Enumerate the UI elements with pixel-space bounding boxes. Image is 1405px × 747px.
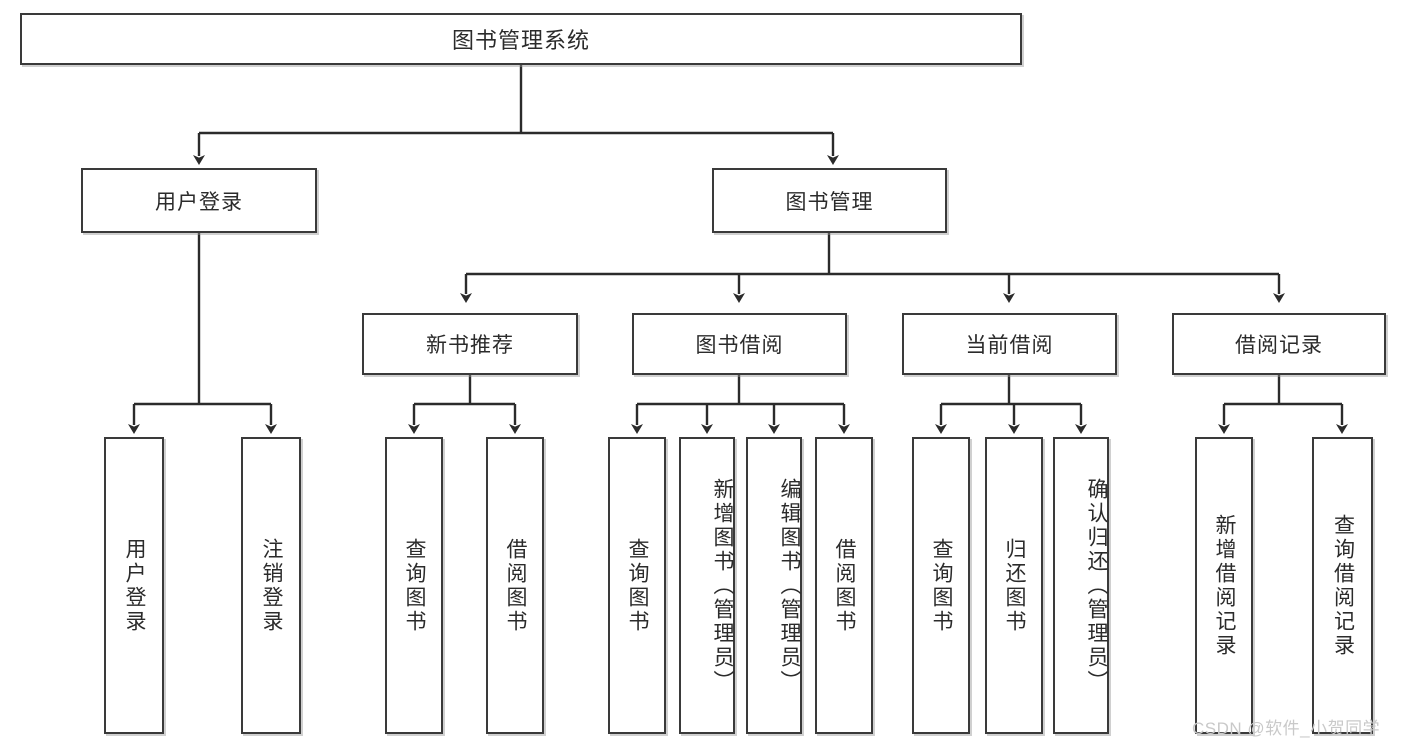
node-leaf-add-book-admin[interactable]: 新增图书（管理员） [679, 437, 735, 734]
node-leaf-return-book[interactable]: 归还图书 [985, 437, 1043, 734]
node-leaf-borrow-book-recommend[interactable]: 借阅图书 [486, 437, 544, 734]
node-leaf-query-borrow-record[interactable]: 查询借阅记录 [1312, 437, 1373, 734]
node-leaf-user-login[interactable]: 用户登录 [104, 437, 164, 734]
node-level1-book-management[interactable]: 图书管理 [712, 168, 947, 233]
node-leaf-borrow-book[interactable]: 借阅图书 [815, 437, 873, 734]
node-level2-current-borrow[interactable]: 当前借阅 [902, 313, 1117, 375]
node-leaf-confirm-return-admin[interactable]: 确认归还（管理员） [1053, 437, 1109, 734]
node-leaf-query-book-current[interactable]: 查询图书 [912, 437, 970, 734]
node-leaf-logout-login[interactable]: 注销登录 [241, 437, 301, 734]
node-leaf-query-book-borrow[interactable]: 查询图书 [608, 437, 666, 734]
node-level2-new-book-recommend[interactable]: 新书推荐 [362, 313, 578, 375]
node-root[interactable]: 图书管理系统 [20, 13, 1022, 65]
node-level2-borrow-record[interactable]: 借阅记录 [1172, 313, 1386, 375]
node-level1-user-login[interactable]: 用户登录 [81, 168, 317, 233]
node-level2-book-borrow[interactable]: 图书借阅 [632, 313, 847, 375]
node-leaf-add-borrow-record[interactable]: 新增借阅记录 [1195, 437, 1253, 734]
node-leaf-query-book-recommend[interactable]: 查询图书 [385, 437, 443, 734]
node-leaf-edit-book-admin[interactable]: 编辑图书（管理员） [746, 437, 802, 734]
